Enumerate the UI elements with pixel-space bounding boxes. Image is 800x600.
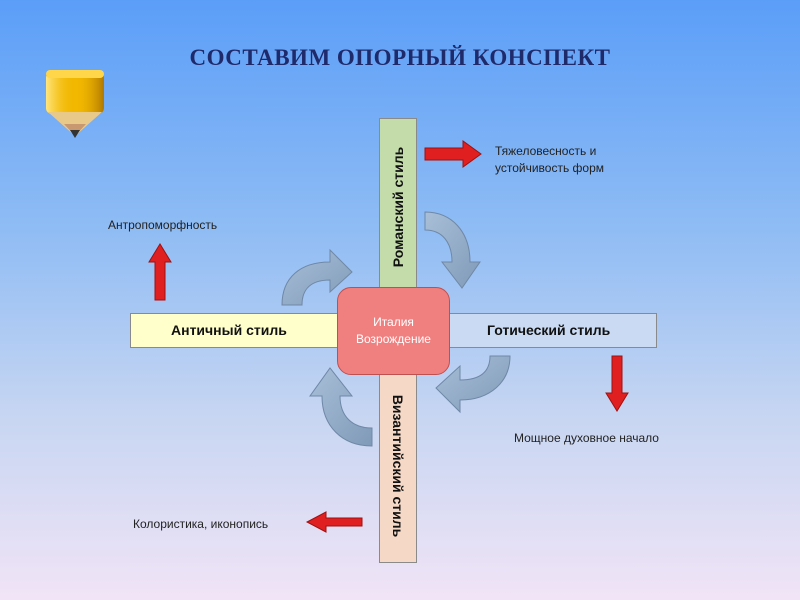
curved-arrow-top-left bbox=[281, 248, 353, 306]
note-top-right: Тяжеловесность и устойчивость форм bbox=[495, 143, 604, 177]
curved-arrow-top-right bbox=[424, 211, 481, 289]
red-arrow-right-icon bbox=[424, 140, 482, 168]
antique-style-bar: Античный стиль bbox=[130, 313, 345, 348]
antique-style-label: Античный стиль bbox=[171, 322, 287, 338]
page-title: СОСТАВИМ ОПОРНЫЙ КОНСПЕКТ bbox=[189, 45, 611, 70]
center-line-2: Возрождение bbox=[356, 332, 431, 346]
center-box: Италия Возрождение bbox=[337, 287, 450, 375]
curved-arrow-bottom-left bbox=[309, 367, 373, 447]
red-arrow-down-icon bbox=[605, 355, 629, 412]
gothic-style-bar: Готический стиль bbox=[440, 313, 657, 348]
red-arrow-up-icon bbox=[148, 243, 172, 301]
note-bottom: Колористика, иконопись bbox=[133, 517, 269, 531]
red-arrow-left-icon bbox=[305, 511, 363, 533]
pencil-icon bbox=[46, 70, 104, 138]
romanesque-style-bar: Романский стиль bbox=[379, 118, 417, 296]
note-top-right-line-2: устойчивость форм bbox=[495, 161, 605, 175]
center-line-1: Италия bbox=[373, 315, 414, 329]
note-top-right-line-1: Тяжеловесность и bbox=[495, 144, 597, 158]
gothic-style-label: Готический стиль bbox=[487, 322, 611, 338]
note-right: Мощное духовное начало bbox=[514, 431, 659, 445]
curved-arrow-bottom-right bbox=[435, 355, 511, 414]
note-left: Антропоморфность bbox=[108, 218, 218, 232]
